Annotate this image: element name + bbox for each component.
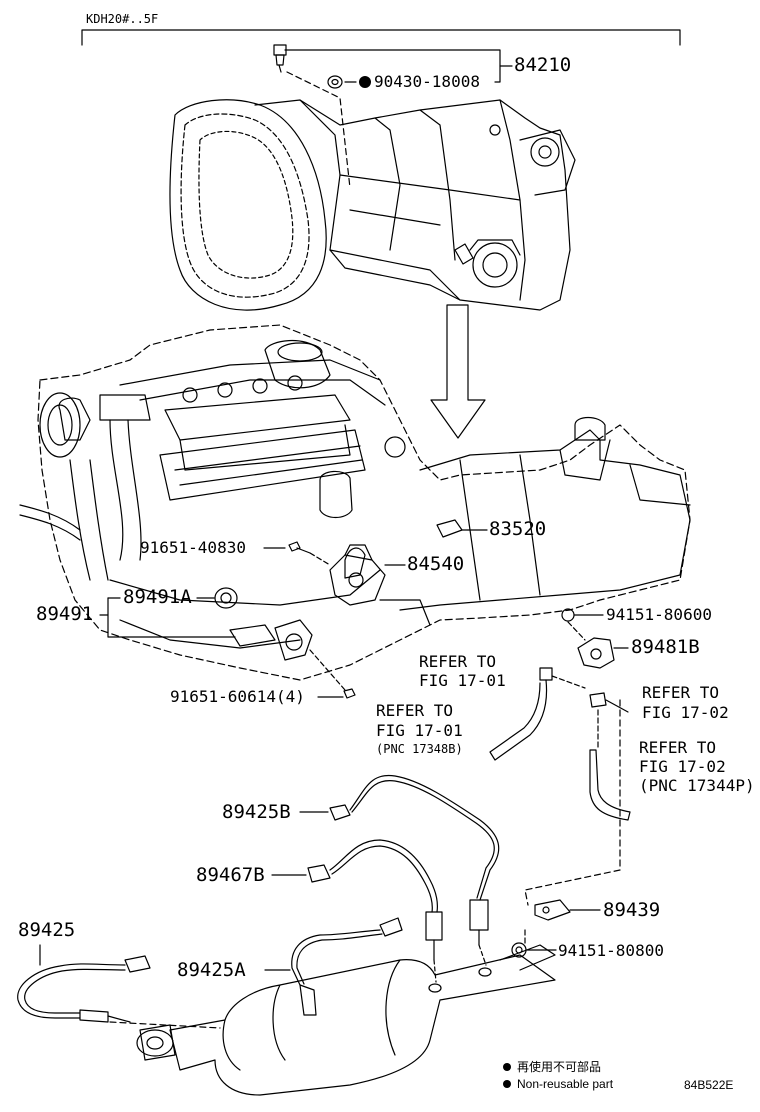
filled-circle-icon — [503, 1063, 511, 1071]
sensor-89425-drawing — [17, 944, 151, 1023]
switch-84210-drawing — [273, 44, 287, 73]
exhaust-converter-drawing — [109, 944, 556, 1096]
transmission-upper-drawing — [169, 99, 576, 311]
legend-cn: 再使用不可部品 — [503, 1061, 601, 1073]
sensor-89425A-drawing — [264, 917, 403, 1016]
refer-pnc-17348b: (PNC 17348B) — [376, 742, 463, 756]
switch-84540-drawing — [329, 544, 406, 606]
refer-pnc-17344p: (PNC 17344P) — [639, 776, 755, 795]
filled-circle-icon — [503, 1080, 511, 1088]
part-number-text: 90430-18008 — [374, 72, 480, 91]
part-label-89481B[interactable]: 89481B — [631, 636, 700, 658]
legend-cn-text: 再使用不可部品 — [517, 1060, 602, 1074]
legend-en: Non-reusable part — [503, 1078, 613, 1090]
sensor-89425B-drawing — [299, 774, 500, 946]
refer-fig-17-01-line2[interactable]: FIG 17-01 — [419, 671, 506, 690]
refer-fig-17-01b-line1: REFER TO — [376, 701, 454, 720]
refer-fig-17-02b-line1: REFER TO — [639, 738, 717, 757]
hose-17-01-drawing — [489, 667, 586, 761]
part-label-89425[interactable]: 89425 — [18, 919, 76, 941]
sensor-89467B-drawing — [271, 839, 443, 961]
part-label-90430-18008[interactable]: 90430-18008 — [359, 74, 480, 90]
leader-84210 — [284, 49, 513, 83]
part-label-94151-80600[interactable]: 94151-80600 — [606, 605, 712, 624]
sensor-83520-drawing — [436, 519, 488, 538]
header-bracket — [81, 29, 681, 46]
part-label-94151-80800[interactable]: 94151-80800 — [558, 941, 664, 960]
refer-fig-17-01-line1: REFER TO — [419, 652, 497, 671]
bolt-91651-60614-drawing — [317, 688, 356, 699]
gasket-90430-drawing — [327, 75, 343, 89]
bolt-91651-40830-drawing — [263, 541, 331, 566]
part-label-89439[interactable]: 89439 — [603, 899, 661, 921]
sensor-89491-drawing — [99, 597, 346, 691]
refer-fig-17-02b-line2[interactable]: FIG 17-02 — [639, 757, 726, 776]
part-label-91651-40830[interactable]: 91651-40830 — [140, 538, 246, 557]
sensor-89481B-drawing — [577, 637, 629, 669]
bracket-89439-drawing — [534, 899, 601, 921]
hose-17-02-drawing — [524, 692, 631, 906]
non-reusable-marker-icon — [359, 76, 371, 88]
refer-fig-17-02-line1: REFER TO — [642, 683, 720, 702]
legend-en-text: Non-reusable part — [517, 1077, 614, 1091]
gasket-94151-80600-drawing — [561, 608, 604, 641]
part-label-89425A[interactable]: 89425A — [177, 959, 246, 981]
part-label-89467B[interactable]: 89467B — [196, 864, 265, 886]
part-label-83520[interactable]: 83520 — [489, 518, 547, 540]
part-label-89491A[interactable]: 89491A — [123, 586, 192, 608]
figure-code: 84B522E — [684, 1078, 734, 1092]
part-label-89425B[interactable]: 89425B — [222, 801, 291, 823]
refer-fig-17-02-line2[interactable]: FIG 17-02 — [642, 703, 729, 722]
down-arrow-icon — [430, 304, 486, 439]
model-code-label: KDH20#..5F — [86, 12, 159, 26]
part-label-84540[interactable]: 84540 — [407, 553, 465, 575]
part-label-84210[interactable]: 84210 — [514, 54, 572, 76]
engine-drawing — [19, 324, 691, 681]
ring-89491A-drawing — [196, 587, 238, 609]
refer-fig-17-01b-line2[interactable]: FIG 17-01 — [376, 721, 463, 740]
part-label-89491[interactable]: 89491 — [36, 603, 94, 625]
part-label-91651-60614[interactable]: 91651-60614(4) — [170, 687, 305, 706]
